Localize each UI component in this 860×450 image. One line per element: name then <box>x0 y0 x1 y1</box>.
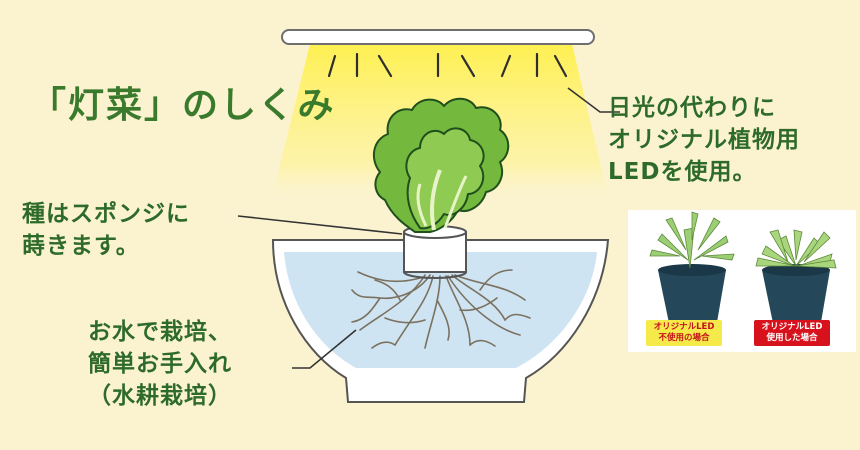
water-callout: お水で栽培、 簡単お手入れ （水耕栽培） <box>88 316 232 412</box>
succulent-with-led <box>755 229 837 328</box>
tag-without-led: オリジナルLED 不使用の場合 <box>646 320 722 346</box>
comparison-photo: オリジナルLED 不使用の場合 オリジナルLED 使用した場合 <box>628 210 856 352</box>
water <box>284 252 597 368</box>
water-leader-line <box>292 329 357 369</box>
led-leader-line <box>567 87 620 113</box>
bowl <box>271 239 610 403</box>
water-callout-line-3: （水耕栽培） <box>88 383 232 409</box>
tag-with-led-line-2: 使用した場合 <box>766 333 818 343</box>
water-callout-line-1: お水で栽培、 <box>88 319 232 345</box>
tag-with-led-line-1: オリジナルLED <box>761 322 823 332</box>
seed-callout: 種はスポンジに 蒔きます。 <box>22 198 190 262</box>
led-callout: 日光の代わりに オリジナル植物用 LEDを使用。 <box>608 92 800 188</box>
seed-callout-line-2: 蒔きます。 <box>22 233 140 259</box>
led-lamp-bar <box>281 29 595 45</box>
roots <box>351 269 531 349</box>
tag-without-led-line-1: オリジナルLED <box>653 322 715 332</box>
light-rays <box>327 52 568 78</box>
led-callout-line-2: オリジナル植物用 <box>608 127 800 153</box>
led-callout-line-3: LEDを使用。 <box>608 159 757 185</box>
seed-leader-line <box>237 215 403 235</box>
water-callout-line-2: 簡単お手入れ <box>88 351 232 377</box>
page-title: 「灯菜」のしくみ <box>30 85 336 126</box>
tag-with-led: オリジナルLED 使用した場合 <box>754 320 830 346</box>
succulent-without-led <box>649 211 735 328</box>
leader-lines <box>237 87 620 369</box>
lettuce-plant <box>372 97 510 233</box>
seed-callout-line-1: 種はスポンジに <box>22 201 190 227</box>
tag-without-led-line-2: 不使用の場合 <box>658 333 710 343</box>
sponge <box>403 225 467 279</box>
led-callout-line-1: 日光の代わりに <box>608 95 776 121</box>
